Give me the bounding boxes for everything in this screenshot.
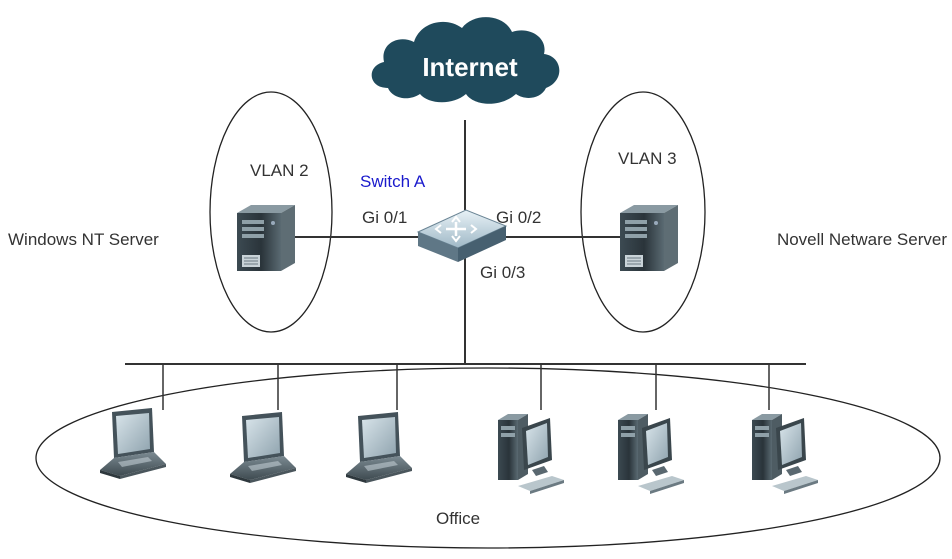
left-server-icon [236, 204, 296, 272]
right-server-icon [619, 204, 679, 272]
switch-label: Switch A [360, 172, 426, 191]
office-label: Office [436, 509, 480, 528]
vlan3-ellipse [580, 91, 706, 333]
internet-label: Internet [422, 52, 518, 82]
switch-icon [416, 209, 508, 262]
port-gi02-label: Gi 0/2 [496, 208, 541, 227]
left-server-label: Windows NT Server [8, 230, 159, 249]
port-gi01-label: Gi 0/1 [362, 208, 407, 227]
right-server-label: Novell Netware Server [777, 230, 947, 249]
laptop-icon-1 [100, 408, 166, 479]
port-gi03-label: Gi 0/3 [480, 263, 525, 282]
desktop-icon-2 [618, 414, 684, 494]
laptop-icon-2 [230, 412, 296, 483]
vlan2-label: VLAN 2 [250, 161, 309, 180]
cloud-icon: Internet [371, 17, 560, 104]
desktop-icon-3 [752, 414, 818, 494]
desktop-icon-1 [498, 414, 564, 494]
vlan2-ellipse [209, 91, 333, 333]
laptop-icon-3 [346, 412, 412, 483]
vlan3-label: VLAN 3 [618, 149, 677, 168]
office-ellipse [35, 367, 941, 549]
